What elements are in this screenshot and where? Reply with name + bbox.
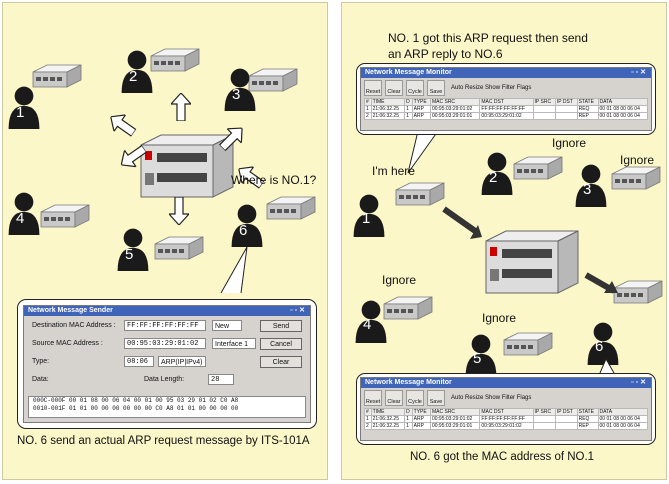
clear-button[interactable]: Clear — [385, 80, 403, 96]
monitor-bubble-top: Network Message Monitor▫▫✕ Reset Clear C… — [356, 63, 656, 135]
node-label: 5 — [473, 350, 482, 367]
device-icon — [32, 64, 82, 88]
cancel-button[interactable]: Cancel — [260, 338, 302, 350]
left-diagram — [8, 48, 316, 294]
type-row: Type: 08:06 ARP(IP|IPv4) Clear — [28, 355, 306, 370]
length-label: Data Length: — [144, 376, 185, 383]
device-icon — [150, 48, 200, 72]
node-label: 3 — [232, 86, 241, 103]
cycle-button[interactable]: Cycle — [406, 80, 424, 96]
hub-icon — [140, 134, 234, 198]
dest-row: Destination MAC Address : FF:FF:FF:FF:FF… — [28, 319, 306, 334]
device-icon — [395, 182, 445, 206]
right-diagram — [353, 130, 663, 377]
device-icon — [266, 196, 316, 220]
device-icon — [248, 68, 298, 92]
hex-data-area[interactable]: 000C-000F 00 01 08 00 06 04 00 01 00 95 … — [28, 396, 306, 418]
options-text: Auto Resize Show Filter Flags — [451, 85, 532, 91]
left-caption: NO. 6 send an actual ARP request message… — [17, 435, 310, 447]
arrow-icon — [169, 197, 189, 225]
dest-label: Destination MAC Address : — [32, 322, 116, 329]
question-text: Where is NO.1? — [231, 173, 317, 187]
data-label: Data: — [32, 376, 49, 383]
length-input[interactable]: 28 — [208, 374, 234, 385]
arrow-icon — [105, 108, 140, 142]
window-controls-icon[interactable]: ▫▫✕ — [631, 379, 648, 386]
toolbar: Reset Clear Cycle Save Auto Resize Show … — [361, 78, 651, 98]
node-label: 2 — [489, 169, 498, 186]
dest-select[interactable]: New — [212, 320, 242, 331]
data-row: Data: Data Length: 28 — [28, 373, 306, 388]
window-title: Network Message Monitor▫▫✕ — [361, 378, 651, 388]
dest-mac-input[interactable]: FF:FF:FF:FF:FF:FF — [124, 320, 206, 331]
hub-icon — [485, 230, 579, 294]
window-controls-icon[interactable]: ▫▫✕ — [631, 69, 648, 76]
device-icon — [40, 204, 90, 228]
top-text-line1: NO. 1 got this ARP request then send — [388, 31, 588, 45]
src-label: Source MAC Address : — [32, 340, 103, 347]
im-here-text: I'm here — [372, 164, 415, 178]
node-label: 6 — [239, 222, 248, 239]
device-icon — [611, 166, 661, 190]
top-text-line2: an ARP reply to NO.6 — [388, 47, 503, 61]
sender-bubble: Network Message Sender▫▫✕ Destination MA… — [17, 299, 317, 429]
monitor-window: Network Message Monitor▫▫✕ Reset Clear C… — [360, 67, 652, 131]
node-label: 2 — [129, 68, 138, 85]
node-label: 1 — [16, 104, 25, 121]
device-icon — [383, 296, 433, 320]
clear-button[interactable]: Clear — [260, 356, 302, 368]
src-select[interactable]: Interface 1 — [212, 338, 256, 349]
window-controls-icon[interactable]: ▫▫✕ — [290, 307, 307, 314]
monitor-bubble-bottom: Network Message Monitor▫▫✕ Reset Clear C… — [356, 373, 656, 445]
ignore-label: Ignore — [620, 153, 655, 167]
type-select[interactable]: ARP(IP|IPv4) — [158, 356, 206, 367]
node-label: 1 — [362, 210, 371, 227]
reset-button[interactable]: Reset — [364, 80, 382, 96]
device-icon — [513, 156, 563, 180]
device-icon — [154, 236, 204, 260]
right-caption: NO. 6 got the MAC address of NO.1 — [410, 451, 595, 463]
src-mac-input[interactable]: 00:95:03:29:01:02 — [124, 338, 206, 349]
clear-button[interactable]: Clear — [385, 390, 403, 406]
type-input[interactable]: 08:06 — [124, 356, 154, 367]
sender-window: Network Message Sender▫▫✕ Destination MA… — [23, 305, 311, 423]
left-panel: 1 2 3 4 5 6 Where is NO.1? Network Messa… — [2, 2, 328, 480]
window-title: Network Message Monitor▫▫✕ — [361, 68, 651, 78]
toolbar: Reset Clear Cycle Save Auto Resize Show … — [361, 388, 651, 408]
save-button[interactable]: Save — [427, 390, 445, 406]
node-label: 4 — [16, 210, 25, 227]
src-row: Source MAC Address : 00:95:03:29:01:02 I… — [28, 337, 306, 352]
arrow-icon — [171, 93, 191, 121]
device-icon — [503, 332, 553, 356]
type-label: Type: — [32, 358, 50, 365]
ignore-label: Ignore — [382, 273, 417, 287]
node-label: 3 — [583, 181, 592, 198]
device-icon — [613, 280, 663, 304]
hex-row: 0010-001F 01 01 00 00 00 00 00 00 C0 A8 … — [33, 405, 239, 412]
node-label: 6 — [595, 338, 604, 355]
ignore-label: Ignore — [552, 136, 587, 150]
node-label: 5 — [125, 246, 134, 263]
cycle-button[interactable]: Cycle — [406, 390, 424, 406]
node-label: 4 — [363, 316, 372, 333]
reset-button[interactable]: Reset — [364, 390, 382, 406]
save-button[interactable]: Save — [427, 80, 445, 96]
ignore-label: Ignore — [482, 311, 517, 325]
right-panel: 1 2 3 4 5 6 NO. 1 got this ARP request t… — [341, 2, 667, 480]
options-text: Auto Resize Show Filter Flags — [451, 395, 532, 401]
window-title: Network Message Sender▫▫✕ — [24, 306, 310, 316]
monitor-window: Network Message Monitor▫▫✕ Reset Clear C… — [360, 377, 652, 441]
send-button[interactable]: Send — [260, 320, 302, 332]
hex-row: 000C-000F 00 01 08 00 06 04 00 01 00 95 … — [33, 397, 239, 404]
